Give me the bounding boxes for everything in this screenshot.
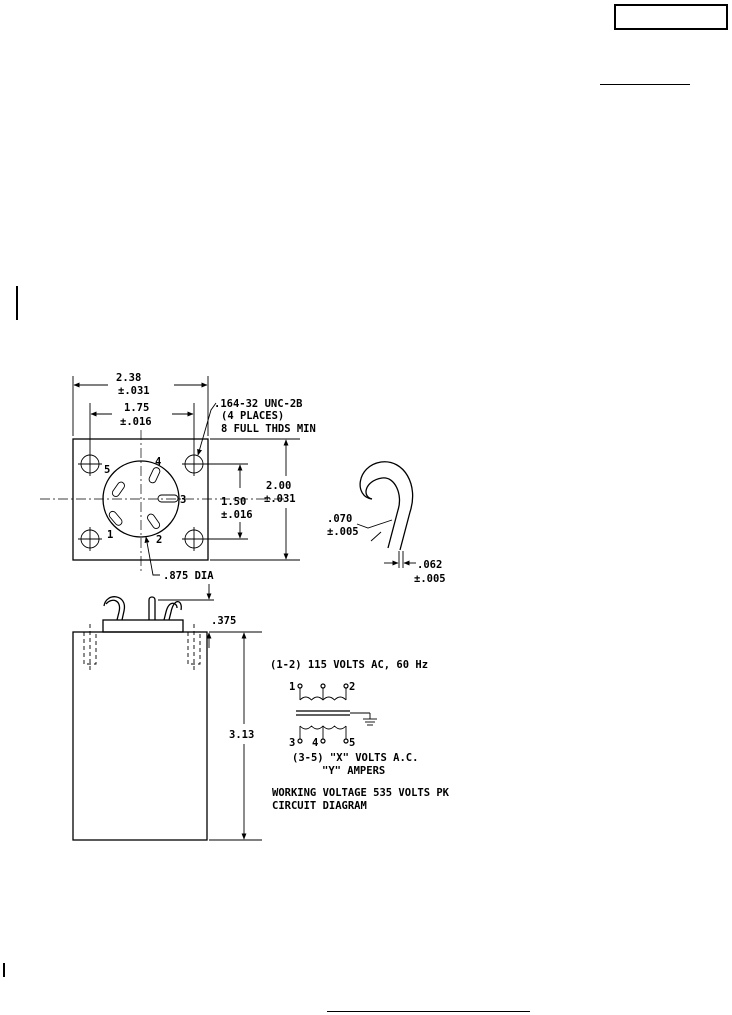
hole-spacing-x-dimension: 1.75 (124, 402, 149, 414)
hole-spacing-x-tolerance: ±.016 (120, 416, 152, 428)
wire-dia-dimension: .070 (327, 513, 352, 525)
mounting-hole-icon (182, 452, 206, 476)
hook-detail: .070 ±.005 .062 ±.005 (327, 461, 446, 585)
pin-label-3: 3 (180, 494, 186, 506)
hole-spacing-y-dimension: 1.50 (221, 496, 246, 508)
pin-label-5: 5 (104, 464, 110, 476)
body-height-dimension: 3.13 (229, 729, 254, 741)
circuit-diagram-caption: CIRCUIT DIAGRAM (272, 800, 367, 812)
thread-depth-label: 8 FULL THDS MIN (221, 423, 316, 435)
circuit-diagram: (1-2) 115 VOLTS AC, 60 Hz 1 2 3 4 5 (3-5… (270, 659, 450, 812)
secondary-voltage-label: (3-5) "X" VOLTS A.C. (292, 752, 418, 764)
side-view-body (72, 631, 208, 841)
height-tolerance: ±.031 (264, 493, 296, 505)
change-bar-bottom (3, 963, 5, 977)
pin-label-4: 4 (155, 456, 161, 468)
wire-dia-tolerance: ±.005 (327, 526, 359, 538)
connector-dia-label: .875 DIA (163, 570, 214, 582)
working-voltage-label: WORKING VOLTAGE 535 VOLTS PK (272, 787, 450, 799)
top-view: 5 4 3 1 2 2.38 ±.031 1.75 ±.016 .164-32 … (40, 372, 316, 582)
gap-tolerance: ±.005 (414, 573, 446, 585)
mounting-hole-icon (78, 452, 102, 476)
thread-places-label: (4 PLACES) (221, 410, 284, 422)
page-number-box (614, 4, 728, 30)
pin-label-2: 2 (156, 534, 162, 546)
primary-voltage-label: (1-2) 115 VOLTS AC, 60 Hz (270, 659, 428, 671)
footer-rule (327, 1011, 530, 1012)
primary-pin-1: 1 (289, 681, 295, 693)
connector-outline (102, 460, 180, 538)
secondary-pin-4: 4 (312, 737, 318, 749)
secondary-current-label: "Y" AMPERS (322, 765, 385, 777)
header-rule (600, 84, 690, 85)
mounting-hole-icon (78, 527, 102, 551)
width-dimension: 2.38 (116, 372, 141, 384)
height-dimension: 2.00 (266, 480, 291, 492)
hole-spacing-y-tolerance: ±.016 (221, 509, 253, 521)
mounting-hole-icon (182, 527, 206, 551)
secondary-pin-5: 5 (349, 737, 355, 749)
thread-spec-label: .164-32 UNC-2B (214, 398, 303, 410)
side-view: .375 3.13 (72, 584, 262, 841)
primary-pin-2: 2 (349, 681, 355, 693)
top-view-outline (72, 438, 209, 561)
change-bar-top (16, 286, 18, 320)
width-tolerance: ±.031 (118, 385, 150, 397)
secondary-pin-3: 3 (289, 737, 295, 749)
gap-dimension: .062 (417, 559, 442, 571)
terminal-height-dimension: .375 (211, 615, 236, 627)
pin-label-1: 1 (107, 529, 113, 541)
